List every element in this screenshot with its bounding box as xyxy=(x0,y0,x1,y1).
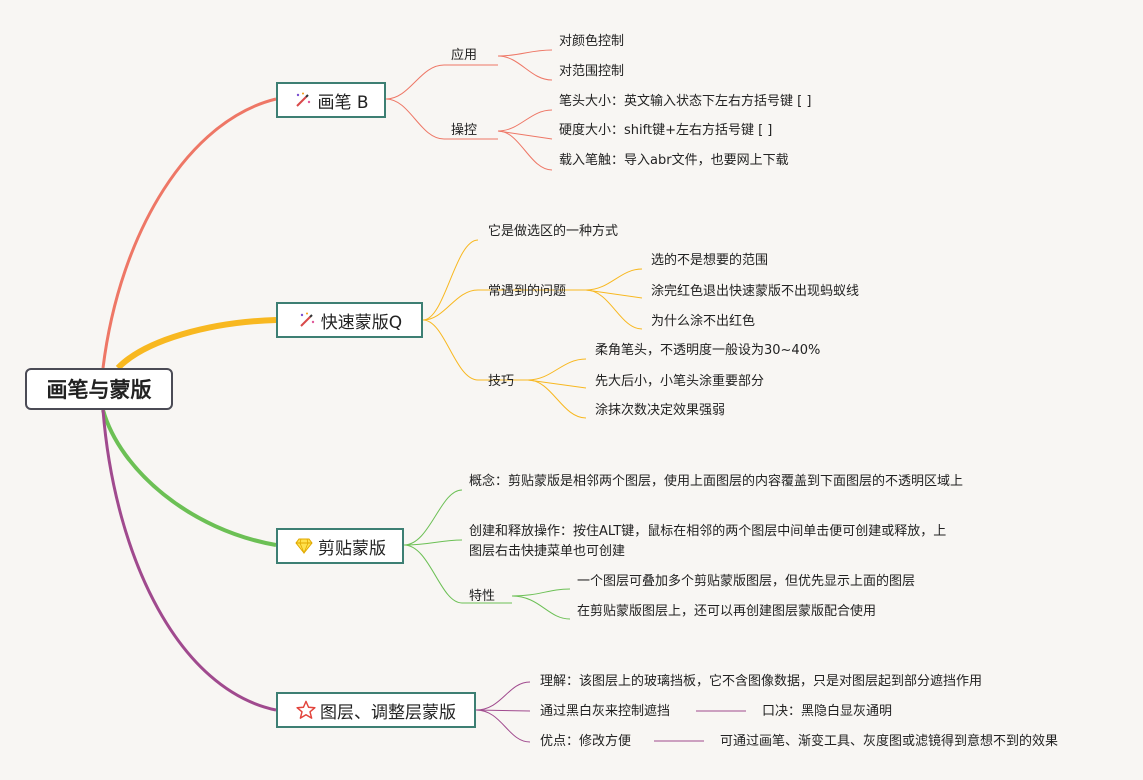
link-layer-understand xyxy=(475,681,531,711)
brush-control-item-1[interactable]: 笔头大小：英文输入状态下左右方括号键 [ ] xyxy=(559,94,812,109)
link-clip-feature-1 xyxy=(511,588,571,597)
brush-control-item-3[interactable]: 载入笔触：导入abr文件，也要网上下载 xyxy=(559,153,789,168)
link-clip-create xyxy=(403,539,463,546)
topic-layer-mask[interactable]: 图层、调整层蒙版 xyxy=(276,692,476,728)
link-quick-tips xyxy=(422,319,479,381)
link-brush-control-2 xyxy=(497,130,553,140)
branch-brush-main xyxy=(101,97,277,369)
brush-apply[interactable]: 应用 xyxy=(451,48,478,63)
layer-control[interactable]: 通过黑白灰来控制遮挡 xyxy=(540,704,671,719)
quick-desc[interactable]: 它是做选区的一种方式 xyxy=(488,224,619,239)
brush-control[interactable]: 操控 xyxy=(451,123,478,138)
quick-problems[interactable]: 常遇到的问题 xyxy=(488,284,567,299)
layer-understand[interactable]: 理解：该图层上的玻璃挡板，它不含图像数据，只是对图层起到部分遮挡作用 xyxy=(540,674,983,689)
link-clip-feature xyxy=(403,544,463,604)
link-brush-apply-2 xyxy=(497,55,553,81)
layer-advantage-note[interactable]: 可通过画笔、渐变工具、灰度图或滤镜得到意想不到的效果 xyxy=(720,734,1059,749)
brush-control-item-2[interactable]: 硬度大小：shift键+左右方括号键 [ ] xyxy=(559,123,773,138)
quick-tips[interactable]: 技巧 xyxy=(488,374,515,389)
link-quick-problems xyxy=(422,289,479,321)
link-brush-apply xyxy=(385,64,445,100)
clip-feature-item-2[interactable]: 在剪贴蒙版图层上，还可以再创建图层蒙版配合使用 xyxy=(577,604,877,619)
link-layer-advantage xyxy=(475,709,531,743)
link-quick-prob-3 xyxy=(585,289,643,330)
topic-clipping-mask[interactable]: 剪贴蒙版 xyxy=(276,528,404,564)
clip-concept[interactable]: 概念：剪贴蒙版是相邻两个图层，使用上面图层的内容覆盖到下面图层的不透明区域上 xyxy=(469,474,964,489)
layer-control-note[interactable]: 口决：黑隐白显灰通明 xyxy=(762,704,893,719)
quick-tip-item-3[interactable]: 涂抹次数决定效果强弱 xyxy=(595,403,726,418)
topic-clipping-mask-label: 剪贴蒙版 xyxy=(318,538,386,559)
link-brush-apply-1 xyxy=(497,49,553,57)
quick-problem-item-1[interactable]: 选的不是想要的范围 xyxy=(651,253,769,268)
link-clip-concept xyxy=(403,489,463,546)
brush-apply-item-2[interactable]: 对范围控制 xyxy=(559,64,625,79)
brush-apply-item-1[interactable]: 对颜色控制 xyxy=(559,34,625,49)
link-quick-desc xyxy=(422,239,479,321)
link-quick-tip-2 xyxy=(527,379,587,389)
branch-clip-main xyxy=(101,409,277,547)
branch-layer-main xyxy=(101,409,277,712)
clip-feature[interactable]: 特性 xyxy=(469,589,496,604)
link-brush-control xyxy=(385,98,445,140)
link-layer-control xyxy=(475,709,531,712)
quick-problem-item-3[interactable]: 为什么涂不出红色 xyxy=(651,314,756,329)
quick-problem-item-2[interactable]: 涂完红色退出快速蒙版不出现蚂蚁线 xyxy=(651,284,860,299)
link-brush-control-1 xyxy=(497,109,553,132)
clip-feature-item-1[interactable]: 一个图层可叠加多个剪贴蒙版图层，但优先显示上面的图层 xyxy=(577,574,916,589)
quick-tip-item-2[interactable]: 先大后小，小笔头涂重要部分 xyxy=(595,374,765,389)
link-quick-prob-1 xyxy=(585,268,643,291)
topic-quick-mask-label: 快速蒙版Q xyxy=(320,312,403,333)
root-topic[interactable]: 画笔与蒙版 xyxy=(25,368,173,410)
topic-layer-mask-label: 图层、调整层蒙版 xyxy=(320,702,456,723)
topic-brush[interactable]: 画笔 B xyxy=(276,82,386,118)
link-clip-feature-2 xyxy=(511,595,571,620)
link-quick-prob-2 xyxy=(585,289,643,299)
magic-wand-icon xyxy=(297,310,317,330)
link-quick-tip-1 xyxy=(527,358,587,381)
topic-brush-label: 画笔 B xyxy=(317,92,369,113)
topic-quick-mask[interactable]: 快速蒙版Q xyxy=(276,302,423,338)
diamond-icon xyxy=(294,536,314,556)
root-topic-label: 画笔与蒙版 xyxy=(46,378,152,402)
star-icon xyxy=(296,700,316,720)
branch-quick-main xyxy=(115,317,277,371)
link-brush-control-3 xyxy=(497,130,553,171)
link-quick-tip-3 xyxy=(527,379,587,419)
magic-wand-icon xyxy=(293,90,313,110)
clip-create[interactable]: 创建和释放操作：按住ALT键，鼠标在相邻的两个图层中间单击便可创建或释放，上图层… xyxy=(469,524,947,559)
quick-tip-item-1[interactable]: 柔角笔头，不透明度一般设为30~40% xyxy=(595,343,821,358)
layer-advantage[interactable]: 优点：修改方便 xyxy=(540,734,632,749)
